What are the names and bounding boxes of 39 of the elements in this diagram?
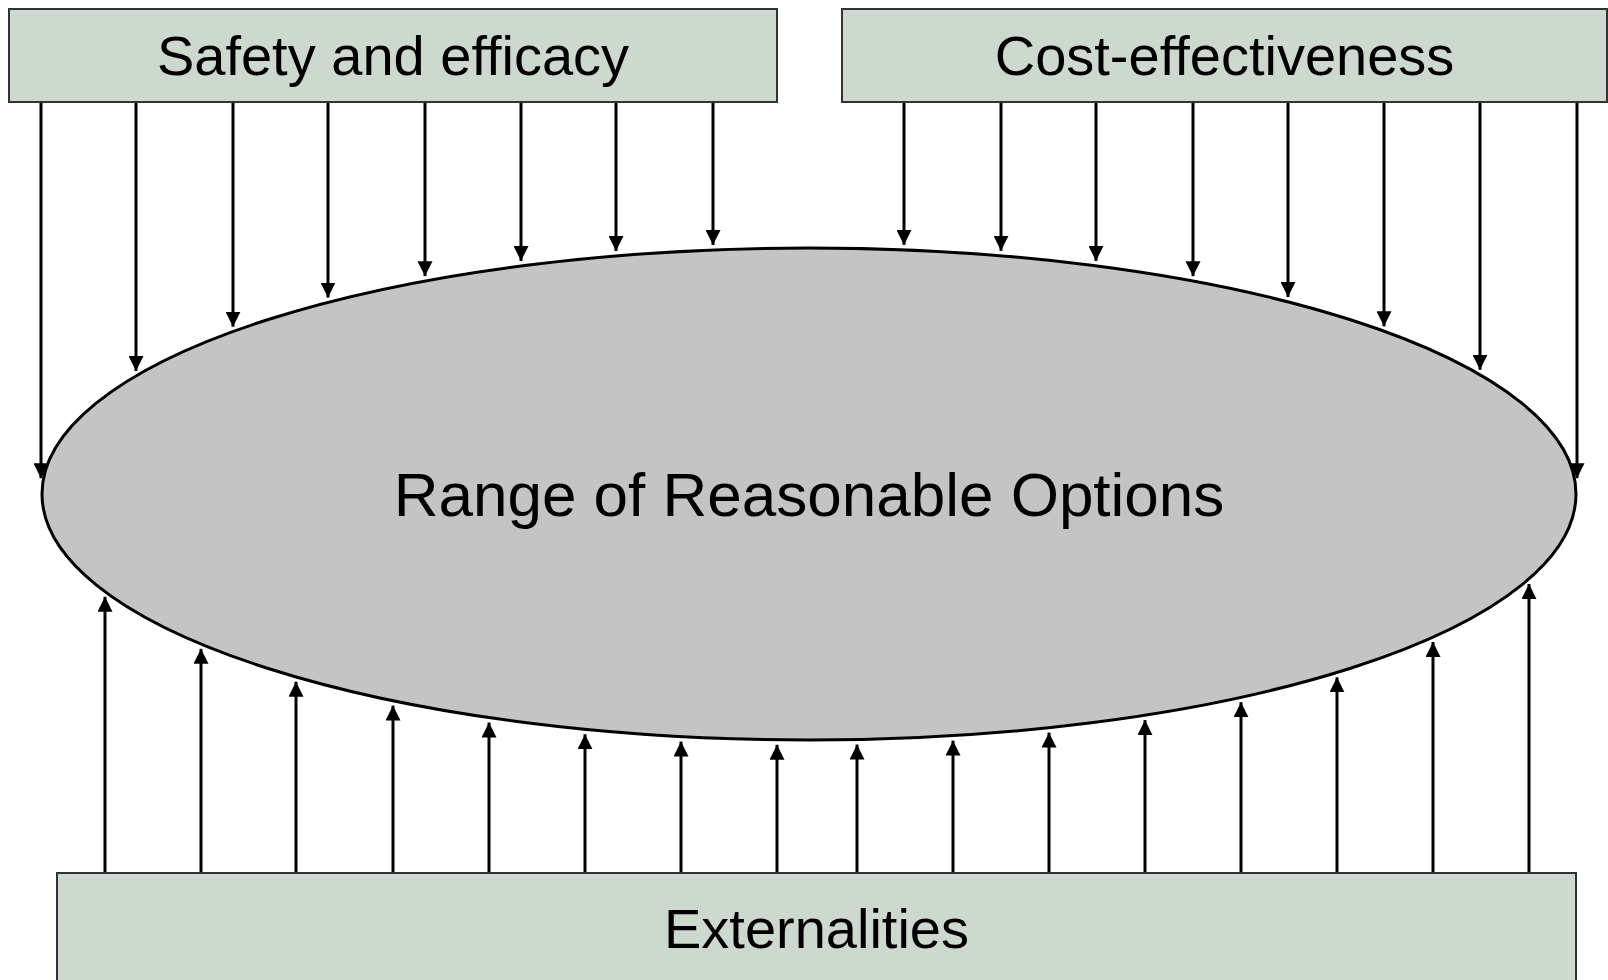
arrow: [577, 734, 593, 872]
arrow: [1185, 103, 1201, 277]
arrow: [128, 103, 144, 371]
arrow: [320, 103, 336, 298]
arrow: [769, 744, 785, 872]
arrow: [673, 741, 689, 872]
arrow: [945, 740, 961, 872]
category-box: [8, 8, 778, 103]
arrow: [608, 103, 624, 251]
arrow: [33, 103, 49, 479]
arrow: [1233, 702, 1249, 872]
arrow: [993, 103, 1009, 251]
arrow: [705, 103, 721, 245]
arrow: [1329, 677, 1345, 872]
arrow: [896, 103, 912, 245]
arrow: [1376, 103, 1392, 327]
arrow: [849, 744, 865, 872]
box-label: Externalities: [664, 895, 969, 961]
arrow: [288, 681, 304, 872]
arrow: [513, 103, 529, 262]
arrow: [1088, 103, 1104, 261]
category-box: [56, 872, 1577, 980]
box-label: Cost-effectiveness: [994, 23, 1455, 88]
box-label: Safety and efficacy: [156, 23, 630, 88]
arrow: [481, 722, 497, 872]
arrow: [1472, 103, 1488, 370]
arrow: [385, 705, 401, 872]
arrow: [97, 596, 113, 872]
arrow: [1280, 103, 1296, 297]
arrow: [1137, 720, 1153, 872]
arrow: [1569, 103, 1585, 479]
arrow: [1425, 641, 1441, 872]
arrow: [417, 103, 433, 277]
arrow: [193, 648, 209, 872]
arrow: [1521, 584, 1537, 872]
arrow: [225, 103, 241, 327]
arrow: [1041, 732, 1057, 872]
oval-label: Range of Reasonable Options: [393, 458, 1225, 530]
category-box: [841, 8, 1608, 103]
